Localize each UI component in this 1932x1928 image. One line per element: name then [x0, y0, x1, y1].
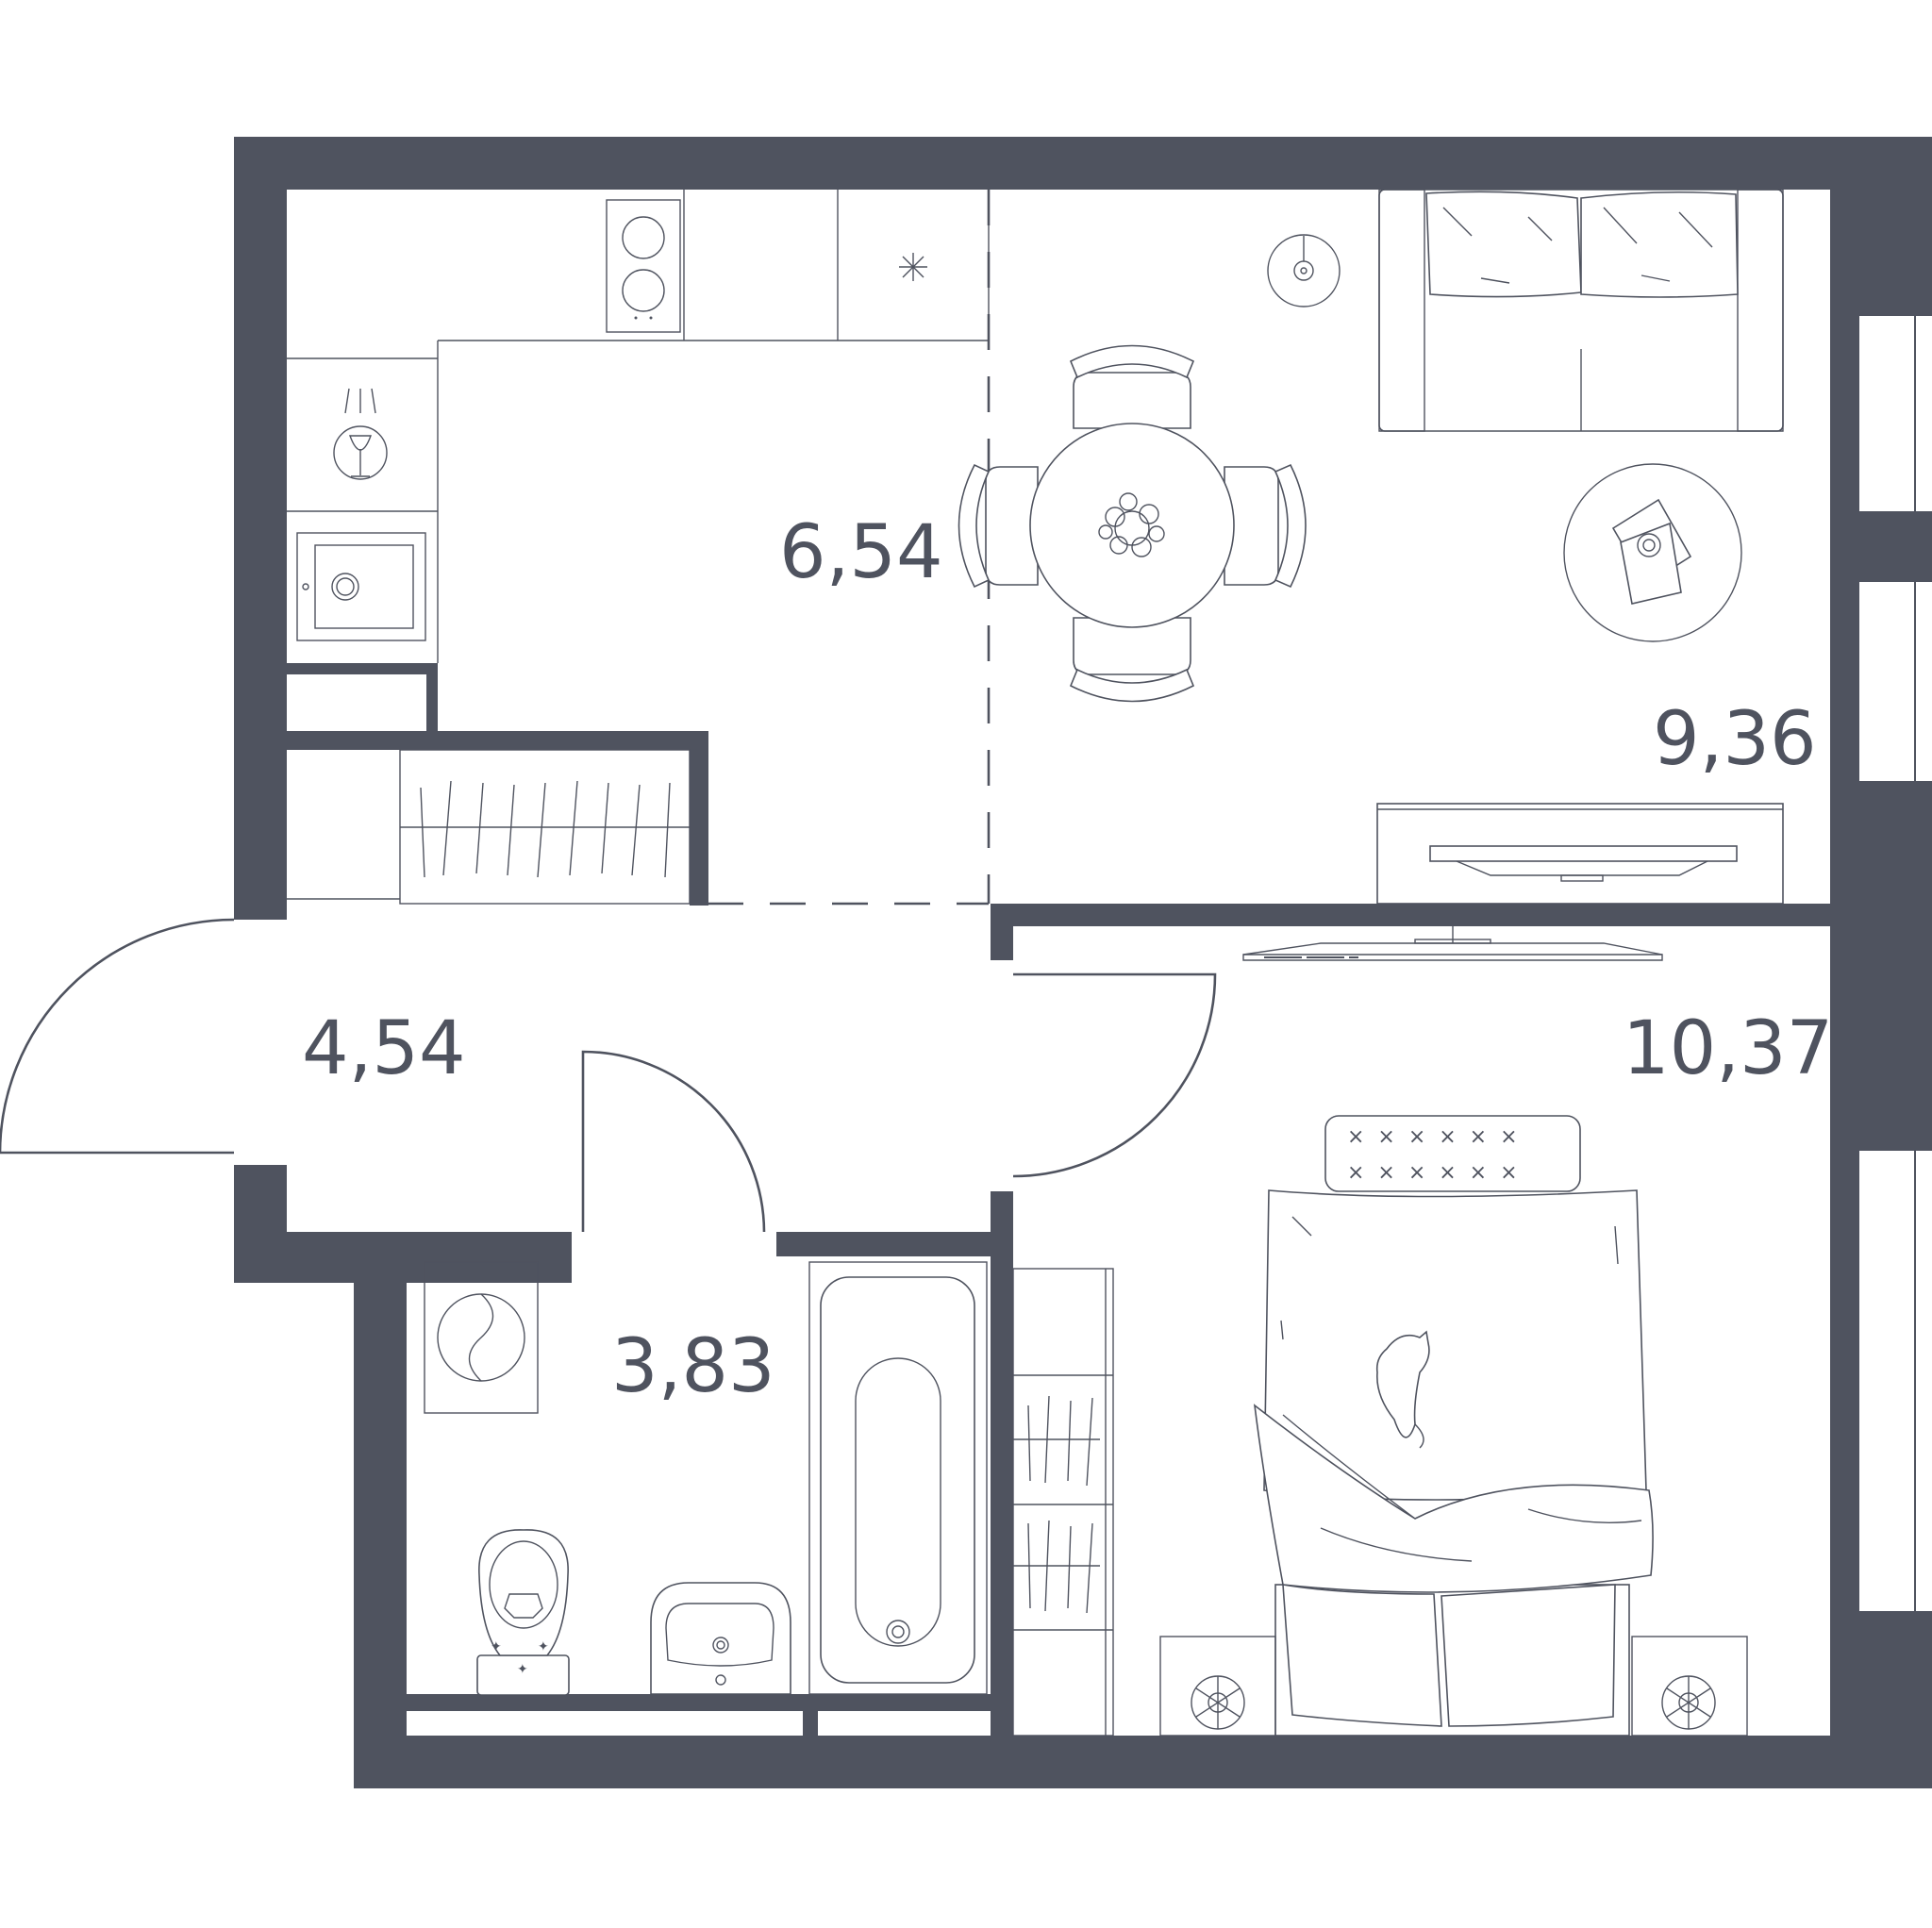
cat-icon [1375, 1330, 1430, 1449]
dining-table-set [958, 344, 1307, 703]
nightstand-left [1159, 1636, 1276, 1737]
svg-text:✦: ✦ [491, 1640, 502, 1654]
tv-stand [1376, 803, 1784, 905]
svg-text:× × × × × ×: × × × × × × [1347, 1125, 1518, 1149]
hall-area-label: 4,54 [302, 1006, 466, 1091]
walls [234, 137, 1932, 1788]
svg-text:✦: ✦ [517, 1663, 528, 1677]
bathroom-area-label: 3,83 [611, 1324, 775, 1409]
toilet-icon: ✦ ✦ ✦ [476, 1529, 570, 1696]
windows [1837, 316, 1916, 1611]
wall-tv [1242, 926, 1663, 961]
entrance-door[interactable] [0, 918, 235, 1155]
zone-dividers [708, 190, 991, 906]
kitchen-furniture [287, 190, 990, 905]
living-area-label: 9,36 [1653, 697, 1817, 782]
plant-icon [1098, 492, 1165, 557]
bathroom-sink-icon [650, 1582, 791, 1695]
kitchen-area-label: 6,54 [779, 510, 943, 595]
bathtub [808, 1261, 988, 1695]
bed [1253, 1189, 1654, 1737]
svg-text:× × × × × ×: × × × × × × [1347, 1161, 1518, 1185]
area-labels: 6,54 9,36 4,54 10,37 3,83 [302, 510, 1833, 1409]
nightstand-right [1631, 1636, 1748, 1737]
dishwasher-icon [333, 388, 388, 480]
wardrobe [287, 749, 691, 905]
bathroom-fixtures: ✦ ✦ ✦ [424, 1261, 988, 1696]
bathroom-door[interactable] [581, 1050, 766, 1233]
bedroom-door[interactable] [1012, 972, 1217, 1178]
living-furniture [1267, 189, 1784, 905]
bedroom-furniture: × × × × × × × × × × × × [1012, 926, 1748, 1737]
washing-machine-icon [424, 1261, 539, 1414]
bed-cushion: × × × × × × × × × × × × [1324, 1115, 1581, 1192]
coffee-table [1563, 463, 1742, 642]
svg-text:✦: ✦ [538, 1640, 549, 1654]
floor-lamp-icon [1267, 234, 1341, 307]
sofa [1378, 189, 1784, 432]
hob-icon [606, 199, 681, 333]
doors [0, 918, 1217, 1233]
bedroom-area-label: 10,37 [1623, 1006, 1833, 1091]
fridge-snowflake-icon [899, 253, 927, 281]
bedroom-wardrobe [1012, 1268, 1114, 1737]
sink-icon [296, 532, 426, 641]
